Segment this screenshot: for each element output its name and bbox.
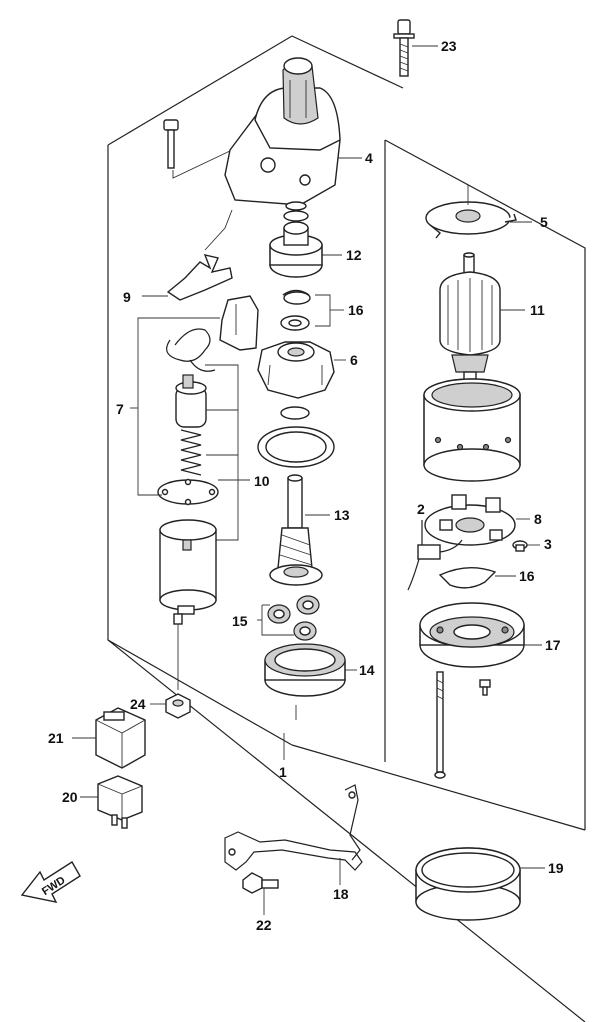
callout-6: 6 [350,352,358,368]
solenoid-body [159,519,217,625]
callout-17: 17 [545,637,561,653]
armature-part-11 [439,252,501,383]
plate-part-5 [425,201,517,239]
short-screw [479,679,491,696]
callout-7: 7 [116,401,124,417]
end-cover-part-17 [419,602,525,668]
nut-part-24 [165,693,191,719]
bolt-part-22 [242,872,279,894]
callout-23: 23 [441,38,457,54]
washer-part-16b [438,567,497,589]
callout-16-top: 16 [348,302,364,318]
lead-wire-part-2 [407,520,463,591]
relay-part-20 [97,775,143,829]
planet-gears-part-15 [267,595,320,641]
callout-2: 2 [417,501,425,517]
callout-1: 1 [279,764,287,780]
callout-3: 3 [544,536,552,552]
callout-9: 9 [123,289,131,305]
relay-part-21 [95,707,146,769]
bolt-part-23 [393,19,415,77]
ring-stack [283,201,309,222]
pinion-part-12 [269,221,323,278]
internal-gear-part-14 [264,643,346,697]
motor-yoke [423,378,521,482]
bracket-part-18 [224,784,363,871]
lever-part-9 [166,254,233,301]
callout-8: 8 [534,511,542,527]
screw-part-3 [512,540,528,552]
fwd-arrow-icon [20,861,81,903]
callout-15: 15 [232,613,248,629]
callout-5: 5 [540,214,548,230]
shaft-part-13 [269,474,323,586]
callout-10: 10 [254,473,270,489]
callout-4: 4 [365,150,373,166]
bracket-part-6 [257,341,335,399]
callout-13: 13 [334,507,350,523]
washer [280,406,310,420]
callout-18: 18 [333,886,349,902]
callout-12: 12 [346,247,362,263]
band-part-19 [415,847,521,921]
housing-part-4 [224,57,341,206]
callout-24: 24 [130,696,146,712]
callout-11: 11 [530,302,545,318]
callout-19: 19 [548,860,564,876]
solenoid-group-part-7 [157,295,259,506]
callout-16-bottom: 16 [519,568,535,584]
brush-holder-part-8 [424,494,516,546]
through-bolt [434,671,446,779]
gasket [257,426,335,468]
callout-20: 20 [62,789,78,805]
callout-22: 22 [256,917,272,933]
callout-21: 21 [48,730,64,746]
callout-14: 14 [359,662,375,678]
circlip-part-16 [280,289,311,331]
small-bolt [163,119,179,169]
